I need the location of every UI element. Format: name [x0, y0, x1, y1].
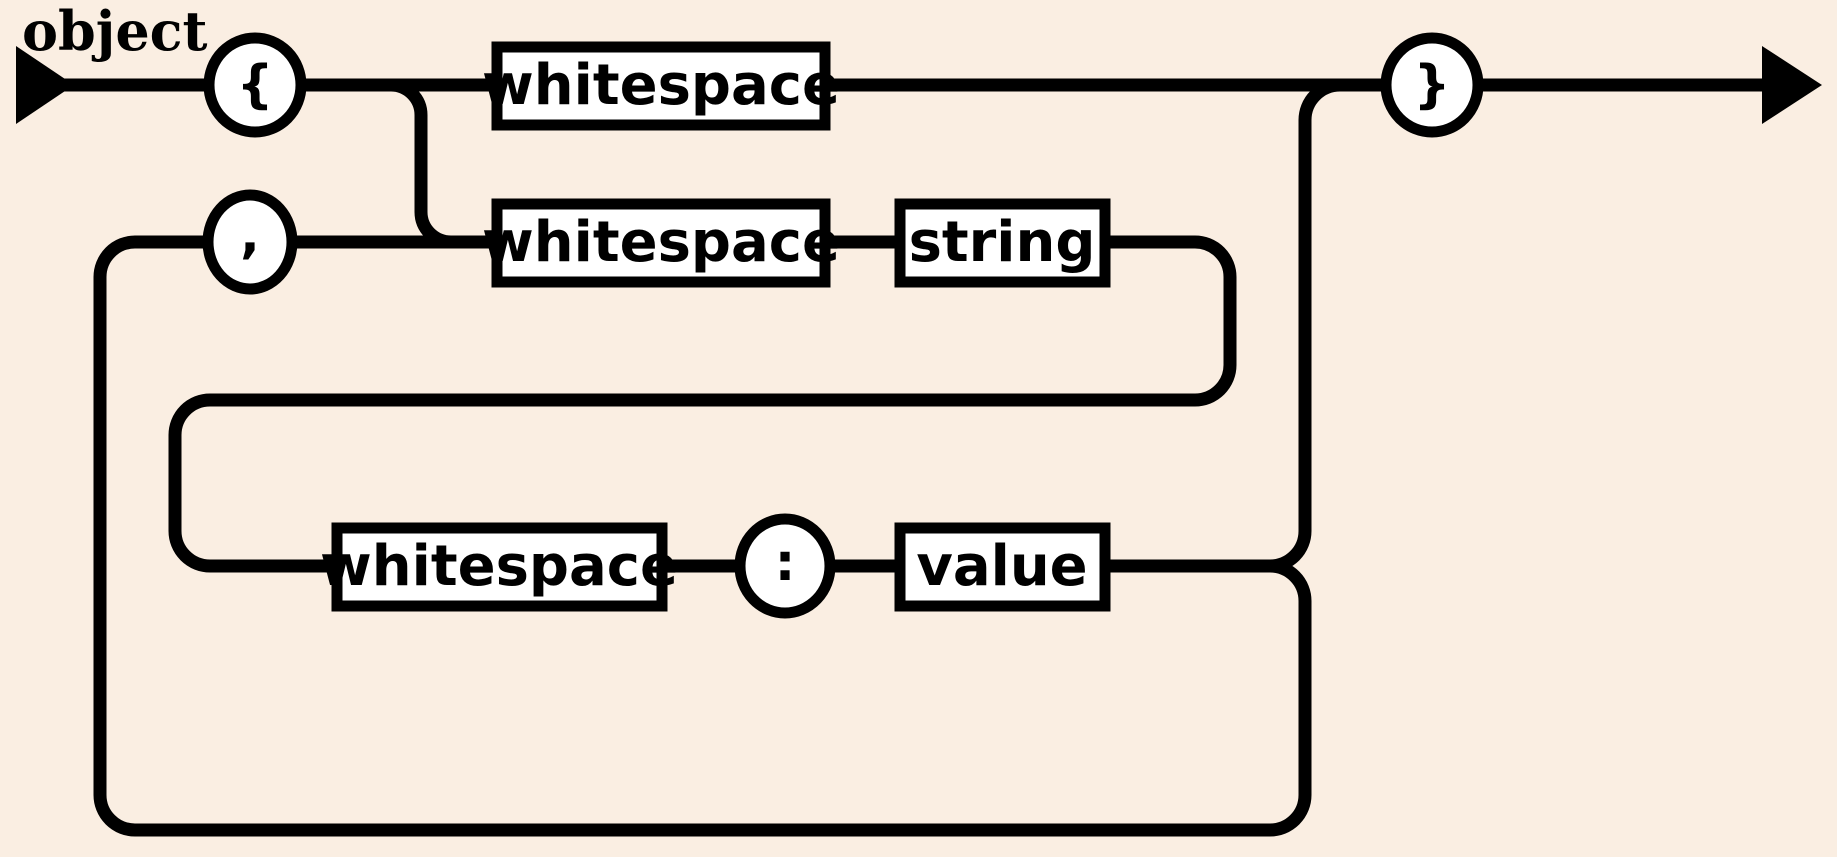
open-brace-label: { — [236, 55, 273, 115]
whitespace-1-box — [491, 41, 831, 131]
exit-arrow-icon — [1762, 46, 1822, 124]
whitespace-3-label: whitespace — [320, 534, 678, 599]
terminal-comma[interactable]: , — [202, 189, 298, 295]
colon-ellipse — [734, 513, 836, 619]
whitespace-2-box — [491, 198, 831, 288]
string-label: string — [909, 210, 1096, 275]
close-brace-label: } — [1413, 55, 1450, 115]
rule-name-title: object — [22, 0, 208, 63]
open-brace-ellipse — [203, 32, 307, 138]
rail-string-loop-to-valuerow — [168, 235, 1237, 573]
comma-ellipse — [202, 189, 298, 295]
value-box — [894, 522, 1111, 612]
nonterminal-whitespace-1[interactable]: whitespace — [482, 41, 840, 131]
nonterminal-whitespace-3[interactable]: whitespace — [320, 522, 678, 612]
rail-lines — [22, 78, 1800, 837]
whitespace-3-box — [331, 522, 668, 612]
terminal-open-brace[interactable]: { — [203, 32, 307, 138]
whitespace-2-label: whitespace — [482, 210, 840, 275]
string-box — [894, 198, 1111, 288]
rail-openbrace-branch-down — [370, 78, 497, 249]
value-label: value — [916, 534, 1087, 599]
terminal-close-brace[interactable]: } — [1380, 32, 1484, 138]
close-brace-ellipse — [1380, 32, 1484, 138]
rail-value-up-to-closebrace — [1105, 78, 1386, 573]
nonterminal-value[interactable]: value — [894, 522, 1111, 612]
comma-label: , — [240, 205, 260, 265]
nonterminal-whitespace-2[interactable]: whitespace — [482, 198, 840, 288]
rail-value-repeat-loop — [93, 235, 1312, 837]
terminal-colon[interactable]: : — [734, 513, 836, 619]
whitespace-1-label: whitespace — [482, 53, 840, 118]
colon-label: : — [775, 533, 796, 593]
entry-arrow-icon — [16, 46, 74, 124]
nonterminal-string[interactable]: string — [894, 198, 1111, 288]
